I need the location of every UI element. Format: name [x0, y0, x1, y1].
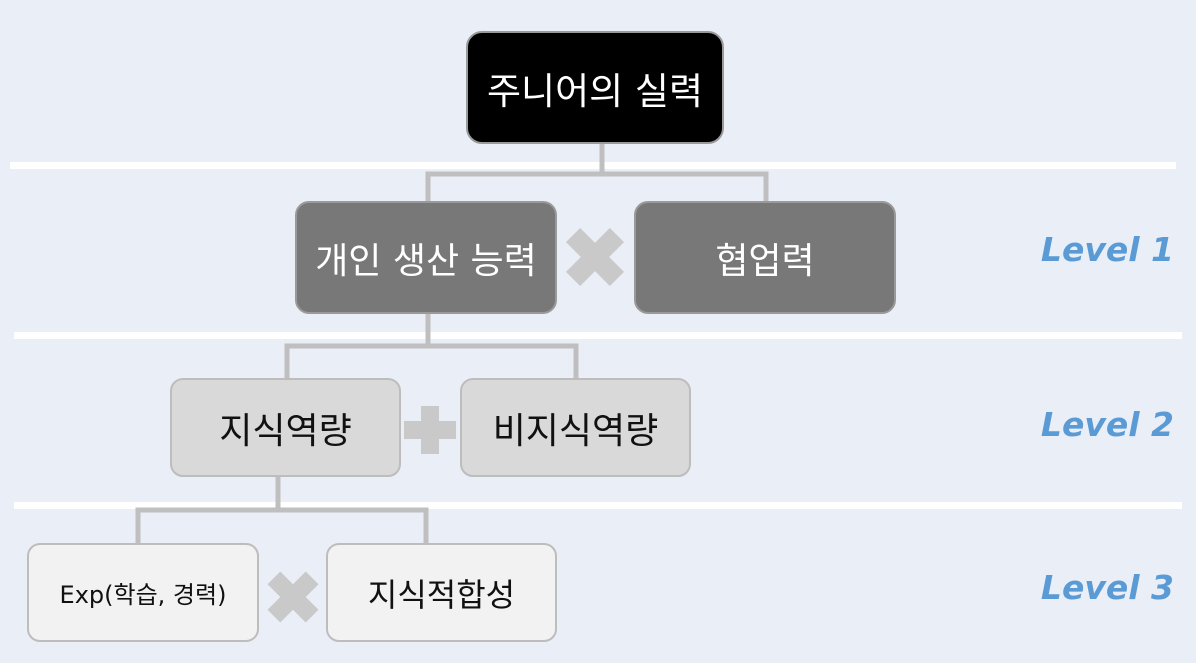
plus-icon — [404, 406, 456, 454]
level1-right-label: 협업력 — [715, 240, 815, 282]
multiply-icon — [267, 571, 319, 623]
level2-left-node: 지식역량 — [170, 378, 401, 477]
separator-line-2 — [14, 332, 1182, 339]
level2-right-label: 비지식역량 — [492, 410, 659, 452]
separator-line-3 — [14, 502, 1182, 509]
root-node: 주니어의 실력 — [466, 31, 724, 144]
connector-root-level1 — [425, 171, 769, 202]
level3-label: Level 3 — [1040, 568, 1174, 607]
level2-right-node: 비지식역량 — [460, 378, 691, 477]
connector-level2-level3 — [135, 507, 429, 543]
level3-right-label: 지식적합성 — [367, 575, 516, 614]
multiply-icon — [566, 228, 624, 286]
level2-left-label: 지식역량 — [219, 410, 352, 452]
level1-left-node: 개인 생산 능력 — [295, 201, 557, 314]
separator-line-1 — [10, 162, 1176, 169]
root-node-label: 주니어의 실력 — [486, 69, 703, 113]
level1-label: Level 1 — [1040, 230, 1174, 269]
connector-level1-level2 — [284, 343, 579, 378]
level1-right-node: 협업력 — [634, 201, 896, 314]
level3-left-label: Exp(학습, 경력) — [59, 581, 227, 609]
level3-left-node: Exp(학습, 경력) — [27, 543, 259, 642]
level1-left-label: 개인 생산 능력 — [315, 240, 537, 282]
level2-label: Level 2 — [1040, 405, 1174, 444]
level3-right-node: 지식적합성 — [326, 543, 557, 642]
